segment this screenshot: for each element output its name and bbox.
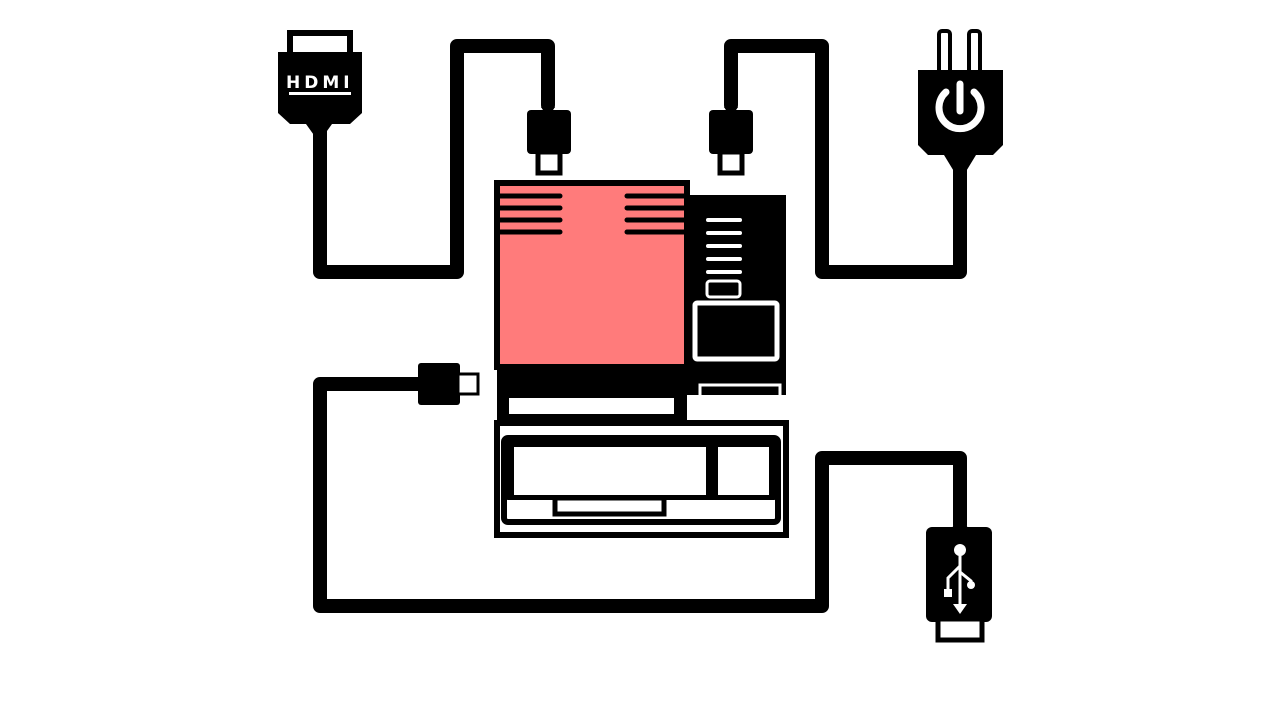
micro-usb-plug-icon-right	[709, 96, 753, 176]
vents-right	[624, 193, 687, 235]
hdmi-plug-icon: HDMI	[278, 30, 362, 138]
power-plug-icon	[918, 29, 1003, 178]
screen	[692, 300, 780, 362]
hdmi-cable	[313, 39, 555, 279]
power-symbol-icon	[935, 80, 985, 133]
slot-left	[509, 398, 674, 414]
column-lines	[706, 218, 742, 274]
power-cable	[724, 39, 967, 279]
slot-bottom-right	[718, 447, 769, 495]
usb-plug-icon	[926, 515, 992, 643]
micro-usb-plug-icon-side	[407, 363, 480, 405]
vents-left	[497, 193, 563, 235]
side-cable	[313, 377, 967, 613]
highlight-panel	[494, 180, 690, 370]
usb-symbol-icon	[944, 544, 975, 614]
cables	[313, 39, 967, 613]
device-board-icon	[494, 180, 789, 538]
slot-bottom-left	[514, 447, 706, 495]
micro-usb-plug-icon	[527, 96, 571, 176]
hdmi-label: HDMI	[286, 73, 354, 93]
